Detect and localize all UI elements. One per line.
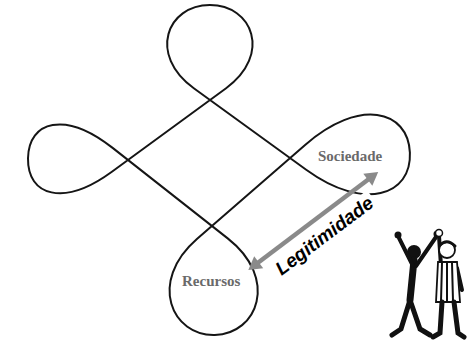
arrow-head — [363, 172, 378, 186]
figure-head — [439, 242, 455, 258]
node-text: Sociedade — [318, 148, 382, 165]
figure-leg — [433, 302, 442, 337]
loop-label-node: Recursos — [180, 272, 242, 291]
figure-hair — [440, 242, 455, 246]
shirt-stripe — [441, 263, 442, 301]
figure-hand — [436, 230, 443, 237]
figure-arm — [416, 237, 436, 266]
edge-label: Legitimidade — [269, 190, 381, 282]
loop-label-node: Sociedade — [316, 147, 384, 166]
shirt-stripe — [446, 263, 448, 301]
striped-figure — [433, 230, 464, 338]
arrow-head — [248, 256, 263, 270]
shirt-stripe — [452, 263, 453, 301]
figure-shirt — [436, 262, 460, 302]
figure-leg — [410, 300, 430, 335]
figure-arm — [399, 238, 413, 266]
figure-leg — [392, 300, 410, 335]
knot-outline — [28, 5, 410, 335]
figure-hand — [395, 232, 402, 239]
node-text: Recursos — [182, 273, 240, 290]
black-figure — [392, 231, 441, 336]
figure-leg — [454, 302, 464, 337]
